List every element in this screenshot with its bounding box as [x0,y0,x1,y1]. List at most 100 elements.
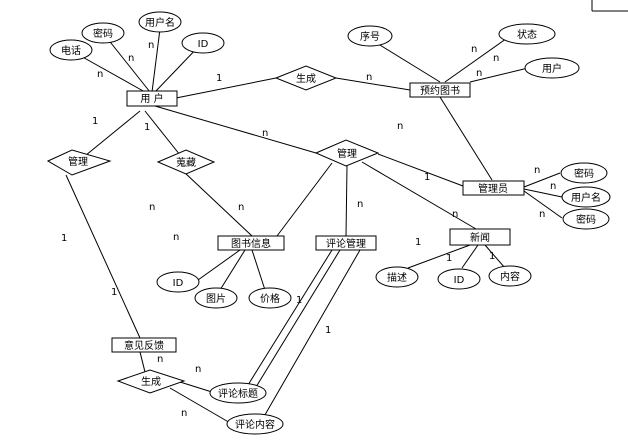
svg-text:生成: 生成 [141,375,161,388]
edge-seq-reserved [374,41,441,83]
cardinality-label: 1 [424,172,430,183]
entity-reserved-book: 预约图书 [409,82,471,98]
relationship-generate-bottom: 生成 [116,369,186,394]
edge-user-manage-left [79,110,141,161]
edges [65,28,563,425]
edge-news-desc [407,244,471,269]
cardinality-label: n [173,232,179,243]
svg-text:管理: 管理 [68,155,88,168]
attribute-news-id: ID [437,268,481,290]
attribute-comment-content: 评论内容 [226,413,284,435]
edge-center-book [276,162,333,237]
attribute-reserved-status: 状态 [498,23,556,45]
svg-text:序号: 序号 [360,30,380,43]
edge-user-id [154,44,201,93]
attribute-reserved-user: 用户 [524,57,580,79]
attribute-user-password: 密码 [81,22,125,44]
cardinality-label: n [97,69,103,80]
entity-news: 新闻 [449,228,511,246]
svg-text:蒐藏: 蒐藏 [176,157,196,169]
svg-text:新闻: 新闻 [470,231,490,244]
entity-comment-mgmt: 评论管理 [315,235,377,251]
edge-admin-username [523,188,563,198]
relationship-generate-top: 生成 [274,65,338,91]
edge-user-manage-center [154,105,317,154]
edge-user-username [151,28,161,93]
edge-book-image [219,249,246,291]
svg-text:内容: 内容 [500,270,520,283]
edge-comment-content [261,249,361,421]
edge-user-generate [175,77,277,99]
svg-text:管理员: 管理员 [478,182,508,195]
svg-text:预约图书: 预约图书 [420,84,460,97]
edge-center-comment [345,165,348,237]
edge-status-reserved [444,35,511,83]
attribute-comment-title: 评论标题 [209,382,267,404]
cardinality-label: 1 [415,237,421,248]
svg-text:用户: 用户 [542,62,562,75]
relationship-manage-center: 管理 [314,139,380,167]
svg-text:ID: ID [173,278,184,289]
svg-text:描述: 描述 [387,271,407,284]
svg-text:价格: 价格 [260,292,280,305]
edge-reserved-admin [439,96,493,181]
edge-generate-reserved [335,77,411,91]
cardinality-label: 1 [144,122,150,133]
attribute-news-desc: 描述 [375,266,419,288]
cardinality-label: n [476,68,482,79]
cardinality-label: n [195,364,201,375]
svg-text:密码: 密码 [574,167,594,180]
edge-generate-content [169,387,233,425]
relationships: 生成 管理 蒐藏 管理 生成 [46,65,380,394]
attribute-admin-password: 密码 [560,162,608,184]
attributes: 密码 用户名 ID 电话 序号 状态 用户 密码 [49,11,611,435]
edge-collect-book [183,171,253,237]
cardinality-label: 1 [61,233,67,244]
attribute-book-image: 图片 [194,287,238,309]
cardinality-label: n [471,44,477,55]
cardinality-label: n [357,199,363,210]
svg-text:评论内容: 评论内容 [235,418,275,431]
cardinality-label: n [128,53,134,64]
cardinality-label: 1 [325,325,331,336]
cardinality-label: n [181,408,187,419]
cardinality-label: n [366,72,372,83]
edge-generate-title [179,381,213,393]
cardinality-label: n [262,128,268,139]
svg-text:评论管理: 评论管理 [326,237,366,250]
cardinality-label: 1 [446,253,452,264]
svg-text:图片: 图片 [206,292,226,305]
edge-admin-password [523,172,561,188]
edge-book-price [251,249,266,291]
svg-text:意见反馈: 意见反馈 [124,339,164,352]
edge-news-id [461,244,479,269]
svg-text:密码: 密码 [93,27,113,40]
cardinality-label: n [149,202,155,213]
svg-text:ID: ID [454,275,465,286]
cardinality-label: n [534,165,540,176]
cardinality-label: 1 [111,287,117,298]
svg-text:ID: ID [198,39,209,50]
svg-text:图书信息: 图书信息 [231,237,271,250]
edge-center-news [361,161,477,230]
cardinality-label: n [148,40,154,51]
cardinality-label: 1 [489,251,495,262]
cardinality-label: n [157,354,163,365]
svg-text:用 户: 用 户 [140,92,163,105]
edge-user-collect [144,110,185,161]
cardinality-label: n [238,202,244,213]
cardinality-label: 1 [296,295,302,306]
entity-feedback: 意见反馈 [111,337,177,353]
svg-text:生成: 生成 [296,72,316,85]
attribute-user-username: 用户名 [138,11,182,33]
cardinality-label: 1 [92,116,98,127]
cardinality-label: 1 [216,73,222,84]
edge-admin-password2 [523,190,563,219]
edge-comment-title-b [255,249,341,388]
cardinality-label: n [397,121,403,132]
relationship-manage-left: 管理 [46,149,112,176]
edge-news-content [484,244,506,269]
cardinality-label: n [550,181,556,192]
svg-text:评论标题: 评论标题 [218,387,258,400]
